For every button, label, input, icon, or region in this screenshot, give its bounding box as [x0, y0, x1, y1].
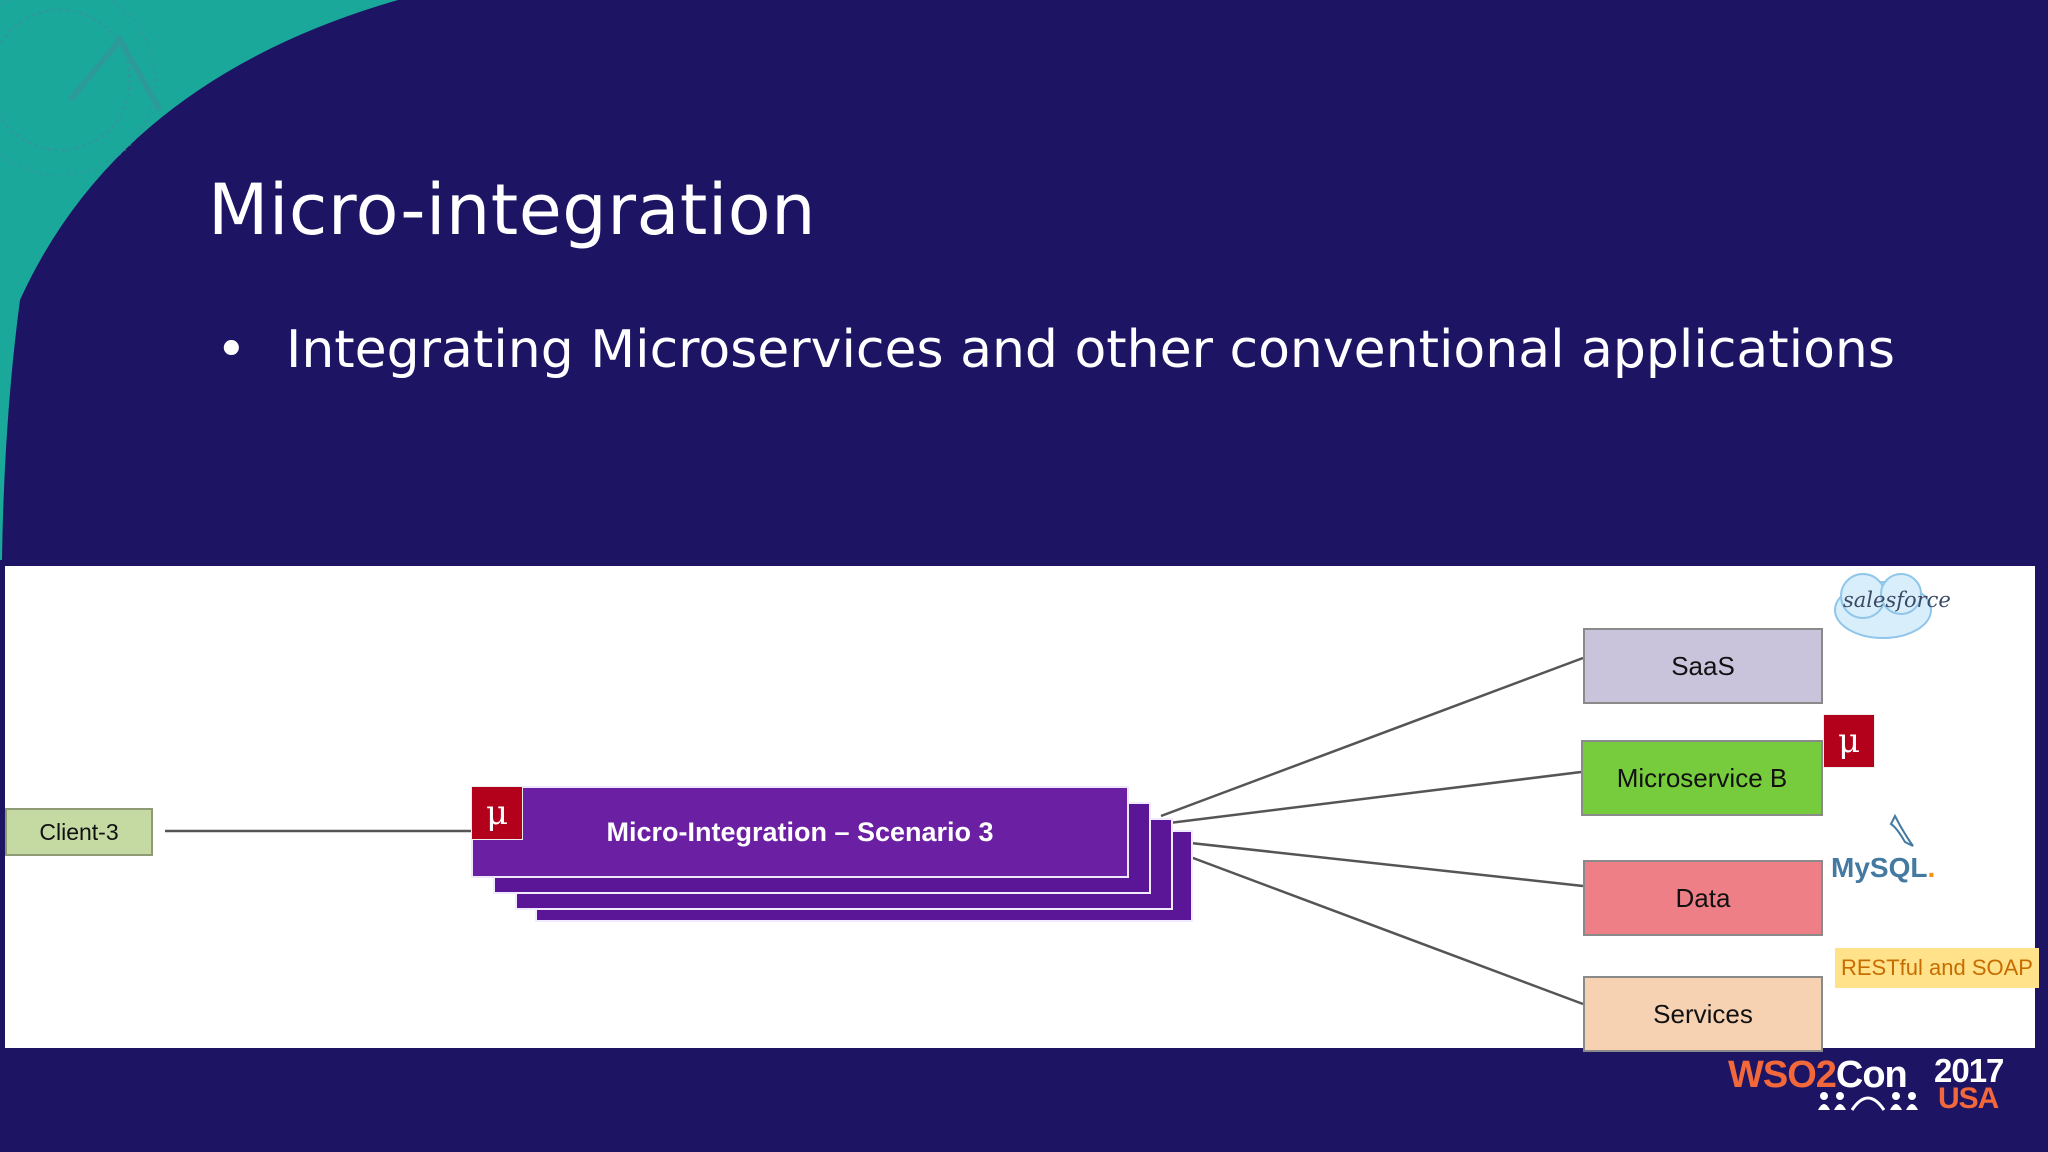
data-connector	[1144, 836, 1584, 888]
bullet-dot: •	[216, 320, 247, 380]
logo-wso2: WSO2	[1728, 1054, 1837, 1096]
mysql-logo: MySQL.	[1831, 852, 1935, 884]
corner-decoration	[0, 0, 398, 560]
saas-connector	[1160, 656, 1584, 818]
restful-soap-badge: RESTful and SOAP	[1835, 948, 2039, 988]
services-connector	[1160, 844, 1584, 1006]
salesforce-logo: salesforce	[1843, 588, 1951, 612]
microservice-b-box: Microservice B	[1581, 740, 1823, 816]
micro-integration-scenario-box: Micro-Integration – Scenario 3	[471, 786, 1129, 878]
logo-year: 2017	[1934, 1052, 2004, 1089]
client-3-box: Client-3	[5, 808, 153, 856]
saas-box: SaaS	[1583, 628, 1823, 704]
people-icon	[1818, 1092, 1918, 1111]
mysql-logo-dot: .	[1927, 852, 1936, 883]
mysql-logo-text: MySQL	[1831, 852, 1928, 883]
logo-location: USA	[1938, 1082, 1999, 1115]
slide-title: Micro-integration	[208, 168, 816, 251]
bullet-text: Integrating Microservices and other conv…	[286, 320, 1895, 380]
mu-icon: μ	[1823, 714, 1875, 768]
integration-diagram: Client-3 Micro-Integration – Scenario 3 …	[5, 566, 2039, 1052]
data-box: Data	[1583, 860, 1823, 936]
logo-event-name: WSO2Con	[1728, 1054, 1908, 1097]
connector-lines	[165, 573, 1932, 1006]
microservice-connector	[1144, 770, 1582, 828]
services-box: Services	[1583, 976, 1823, 1052]
mysql-dolphin-icon	[1889, 813, 1914, 847]
salesforce-cloud-icon	[1834, 573, 1932, 639]
bullet-point: •Integrating Microservices and other con…	[216, 324, 1895, 376]
logo-con: Con	[1835, 1054, 1908, 1096]
mu-icon: μ	[471, 786, 523, 840]
wso2con-logo: WSO2Con 2017 USA	[1728, 1052, 2004, 1118]
